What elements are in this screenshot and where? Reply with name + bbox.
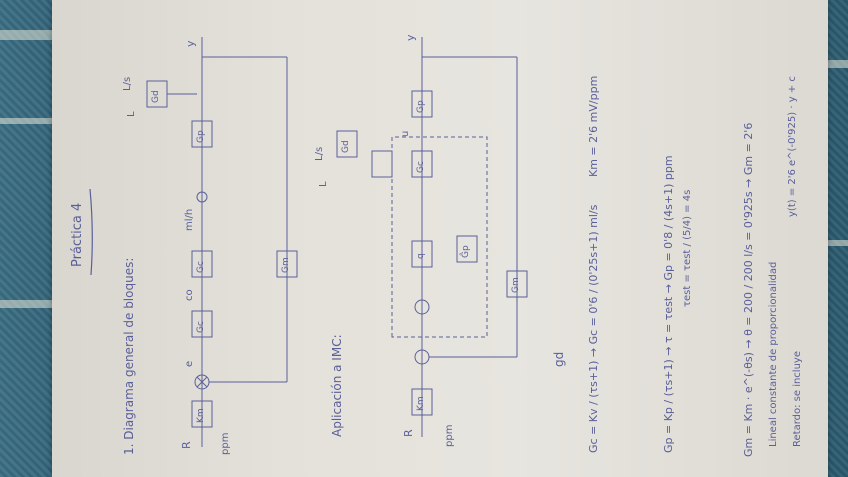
rotated-content: Práctica 4 1. Diagrama general de bloque… [52, 0, 828, 477]
block-diagram-2 [52, 0, 828, 477]
equation-km: Km = 2'6 mV/ppm [587, 76, 600, 177]
block-q: q [416, 253, 426, 259]
fabric-stripe [828, 60, 848, 68]
label-u: u [400, 131, 411, 137]
fabric-stripe [0, 118, 52, 124]
label-Ls-2: L/s [314, 147, 325, 161]
fabric-stripe [828, 240, 848, 246]
equation-gmt: y(t) = 2'6 e^(-0'925) · y + c [787, 76, 798, 217]
note-delay: Retardo: se incluye [792, 351, 803, 447]
block-gc-3: Gc [416, 161, 426, 173]
equation-gc: Gc = Kv / (τs+1) → Gc = 0'6 / (0'25s+1) … [587, 205, 600, 453]
block-gd-2: Gd [341, 140, 351, 153]
label-ppm-2: ppm [444, 425, 455, 447]
label-y-2: y [404, 34, 417, 41]
block-gm-2: Gm [511, 277, 521, 293]
fabric-stripe [0, 300, 52, 308]
label-R-2: R [402, 429, 415, 437]
block-gp-hat: Ĝp [461, 245, 471, 258]
fabric-stripe [0, 30, 52, 40]
equation-gm: Gm = Km · e^(-θs) → θ = 200 / 200 l/s = … [742, 123, 755, 457]
label-gd: gd [552, 352, 566, 367]
notebook-page: Práctica 4 1. Diagrama general de bloque… [52, 0, 828, 477]
equation-test: τest = τest / (5/4) = 4s [682, 190, 693, 307]
equation-gp: Gp = Kp / (τs+1) → τ = τest → Gp = 0'8 /… [662, 155, 675, 453]
block-km-2: Km [416, 396, 426, 411]
block-gp-2: Gp [416, 100, 426, 113]
note-linear: Lineal constante de proporcionalidad [768, 262, 779, 447]
label-L-2: L [318, 181, 329, 187]
